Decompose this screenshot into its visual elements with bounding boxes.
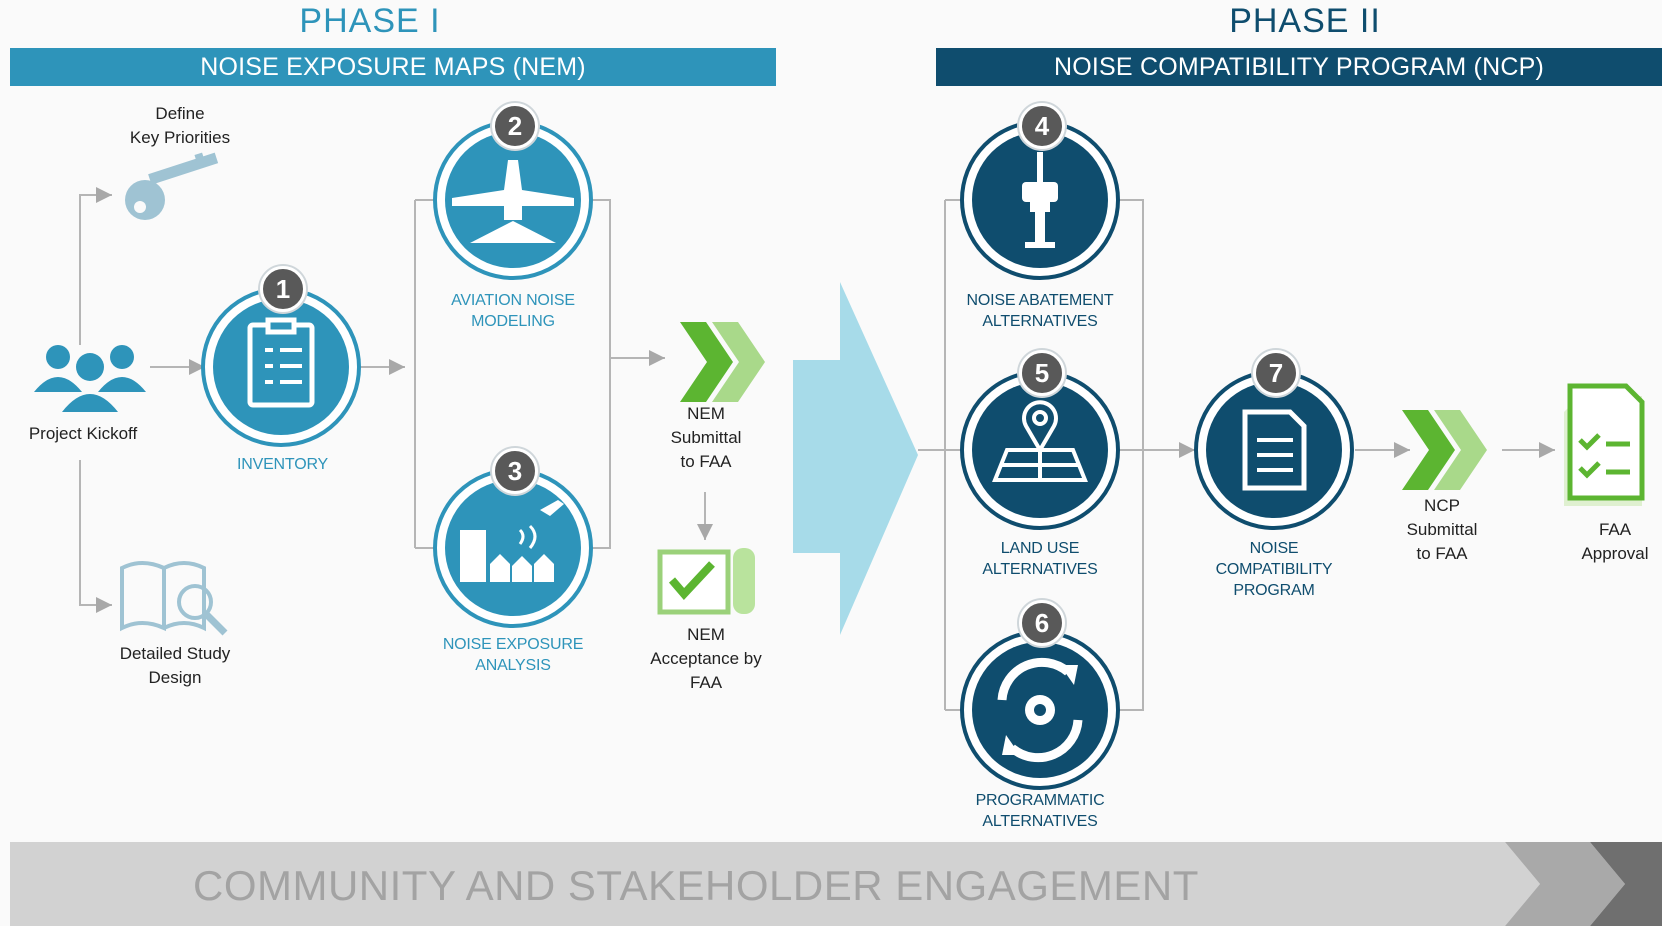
programmatic-label: PROGRAMMATIC ALTERNATIVES bbox=[975, 792, 1105, 830]
kickoff-label: Project Kickoff bbox=[28, 424, 138, 443]
step-7-badge: 7 bbox=[1253, 350, 1299, 396]
land-use-circle bbox=[960, 370, 1120, 530]
aviation-noise-label: AVIATION NOISE MODELING bbox=[451, 292, 575, 330]
step-2-badge: 2 bbox=[492, 103, 538, 149]
people-icon bbox=[34, 345, 146, 412]
programmatic-circle bbox=[960, 630, 1120, 790]
engagement-banner-label: COMMUNITY AND STAKEHOLDER ENGAGEMENT bbox=[193, 862, 1199, 909]
connector-lines bbox=[79, 187, 1555, 711]
ncp-submittal-label: NCP Submittal to FAA bbox=[1406, 496, 1478, 563]
inventory-circle bbox=[201, 287, 361, 447]
chevrons-icon bbox=[1402, 410, 1487, 490]
step-4-badge: 4 bbox=[1019, 103, 1065, 149]
nem-acceptance-label: NEM Acceptance by FAA bbox=[650, 625, 762, 692]
document-icon bbox=[1242, 409, 1307, 491]
noise-abatement-circle bbox=[960, 120, 1120, 280]
noise-exposure-label: NOISE EXPOSURE ANALYSIS bbox=[442, 636, 584, 674]
phase-2-bar: NOISE COMPATIBILITY PROGRAM (NCP) bbox=[936, 48, 1662, 86]
nem-submittal-label: NEM Submittal to FAA bbox=[670, 404, 742, 471]
inventory-label: INVENTORY bbox=[237, 456, 328, 473]
ncp-program-label: NOISE COMPATIBILITY PROGRAM bbox=[1215, 540, 1333, 599]
map-pin-icon bbox=[992, 400, 1088, 482]
phase-transition-arrow bbox=[793, 282, 918, 635]
airplane-icon bbox=[452, 160, 574, 243]
faa-approval-label: FAA Approval bbox=[1581, 520, 1649, 563]
study-design-label: Detailed Study Design bbox=[119, 644, 231, 687]
step-3-badge: 3 bbox=[492, 448, 538, 494]
land-use-label: LAND USE ALTERNATIVES bbox=[982, 540, 1098, 578]
buildings-airplane-icon bbox=[460, 500, 564, 582]
noise-exposure-circle bbox=[433, 468, 593, 628]
aviation-noise-circle bbox=[433, 120, 593, 280]
cycle-gear-icon bbox=[997, 657, 1083, 763]
checklist-icon bbox=[1564, 383, 1645, 506]
map-check-icon bbox=[657, 548, 755, 615]
priorities-label: Define Key Priorities bbox=[129, 104, 231, 147]
book-magnifier-icon bbox=[120, 561, 228, 636]
phase-1-bar: NOISE EXPOSURE MAPS (NEM) bbox=[10, 48, 776, 86]
phase-2-title: PHASE II bbox=[1229, 2, 1381, 40]
step-6-badge: 6 bbox=[1019, 600, 1065, 646]
step-5-badge: 5 bbox=[1019, 350, 1065, 396]
clipboard-icon bbox=[247, 317, 315, 408]
chevrons-icon bbox=[680, 322, 765, 402]
key-icon bbox=[125, 152, 219, 220]
noise-abatement-label: NOISE ABATEMENT ALTERNATIVES bbox=[966, 292, 1114, 330]
phase-1-title: PHASE I bbox=[299, 2, 441, 40]
engagement-banner bbox=[10, 842, 1662, 926]
control-tower-icon bbox=[1022, 152, 1058, 248]
ncp-program-circle bbox=[1194, 370, 1354, 530]
step-1-badge: 1 bbox=[260, 266, 306, 312]
